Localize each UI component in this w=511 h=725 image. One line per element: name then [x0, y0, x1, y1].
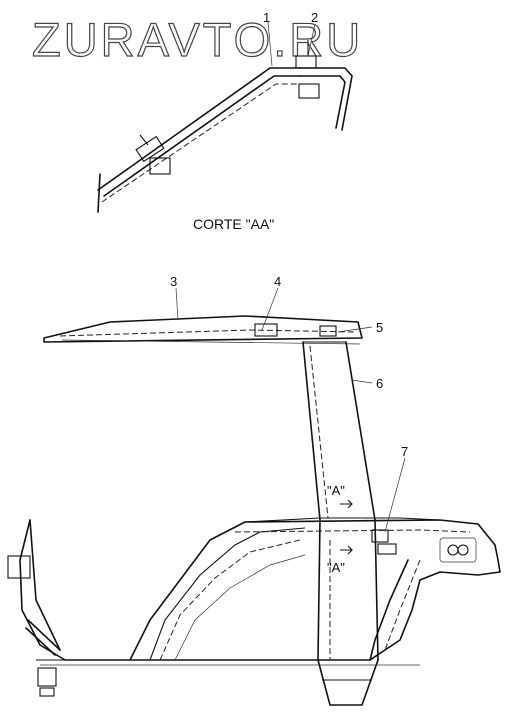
- watermark-logo: ZURAVTO.RU: [32, 13, 363, 66]
- section-mark-bottom: "A": [327, 560, 345, 575]
- section-aa-detail: [97, 21, 353, 213]
- section-title: CORTE "AA": [193, 216, 274, 232]
- callout-3: 3: [170, 274, 177, 289]
- callout-4: 4: [274, 274, 281, 289]
- callout-7: 7: [401, 444, 408, 459]
- section-arrows: [340, 499, 353, 555]
- callout-2: 2: [311, 10, 318, 25]
- callout-1: 1: [263, 10, 270, 25]
- fender-body: [7, 517, 501, 706]
- callout-5: 5: [376, 320, 383, 335]
- vertical-post: [302, 341, 376, 521]
- section-mark-top: "A": [327, 483, 345, 498]
- callout-6: 6: [376, 376, 383, 391]
- top-panel: [43, 315, 363, 345]
